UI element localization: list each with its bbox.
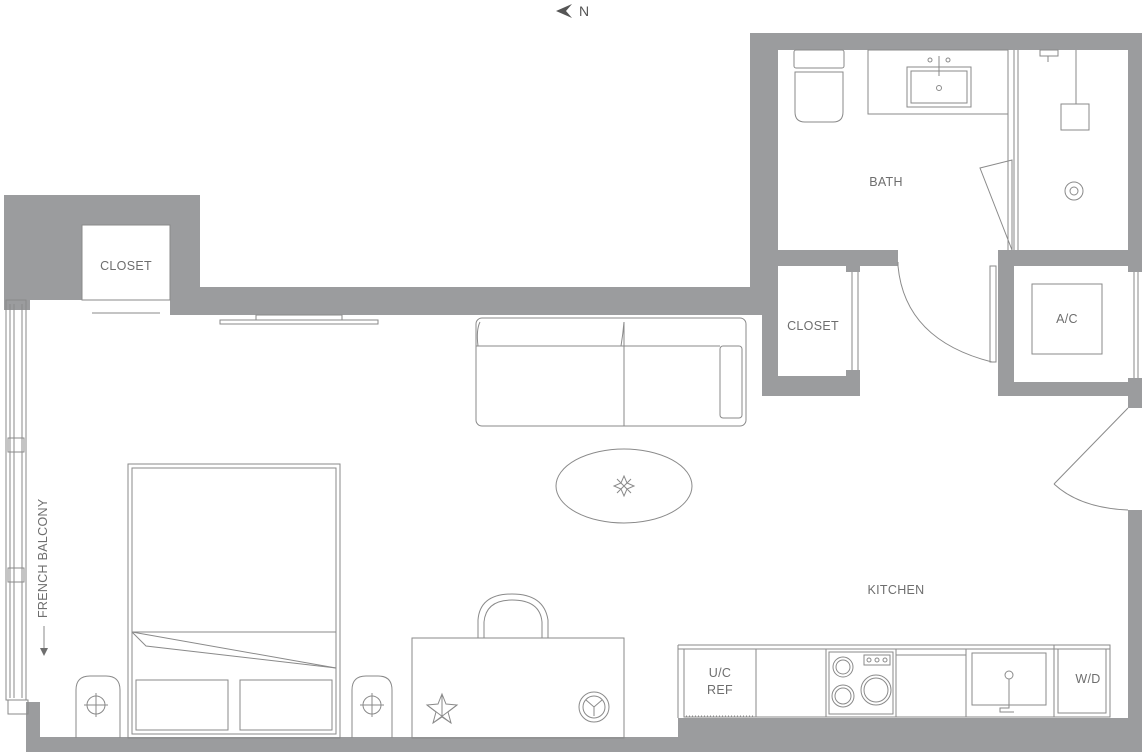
kitchen-sink-icon <box>965 648 1055 718</box>
kitchen-label: KITCHEN <box>868 583 925 597</box>
arrow-down-icon <box>40 648 48 656</box>
kitchen-counter: U/C REF W/ <box>677 644 1111 718</box>
toilet-icon <box>793 49 845 123</box>
nightstand-left-icon <box>75 675 121 738</box>
bath-label: BATH <box>869 175 903 189</box>
ac-closet: A/C <box>1014 266 1139 382</box>
bed-icon <box>127 463 341 739</box>
balcony-label: FRENCH BALCONY <box>36 498 50 618</box>
bathroom: BATH <box>793 49 1090 251</box>
fridge-label-line2: REF <box>707 683 733 697</box>
north-arrow: N <box>556 3 589 19</box>
shower-icon <box>1039 49 1090 201</box>
sink-icon <box>906 56 972 108</box>
cooktop-icon <box>825 648 897 718</box>
desk-icon <box>411 637 625 739</box>
washer-dryer-label: W/D <box>1075 672 1100 686</box>
bath-door <box>897 262 997 363</box>
closet-right: CLOSET <box>778 266 859 376</box>
ac-label: A/C <box>1056 312 1078 326</box>
nightstand-right-icon <box>351 675 393 738</box>
fridge-label-line1: U/C <box>709 666 731 680</box>
closet-left: CLOSET <box>81 224 171 314</box>
coffee-table-icon <box>555 448 693 524</box>
north-label: N <box>579 3 589 19</box>
north-arrow-icon <box>556 4 572 18</box>
sofa-icon <box>475 317 747 427</box>
closet-right-label: CLOSET <box>787 319 839 333</box>
chair-icon <box>477 593 549 638</box>
tv-shelf <box>219 314 379 325</box>
french-balcony: FRENCH BALCONY <box>5 299 50 715</box>
walls <box>4 33 1142 752</box>
closet-left-label: CLOSET <box>100 259 152 273</box>
entry-door <box>1053 407 1129 511</box>
